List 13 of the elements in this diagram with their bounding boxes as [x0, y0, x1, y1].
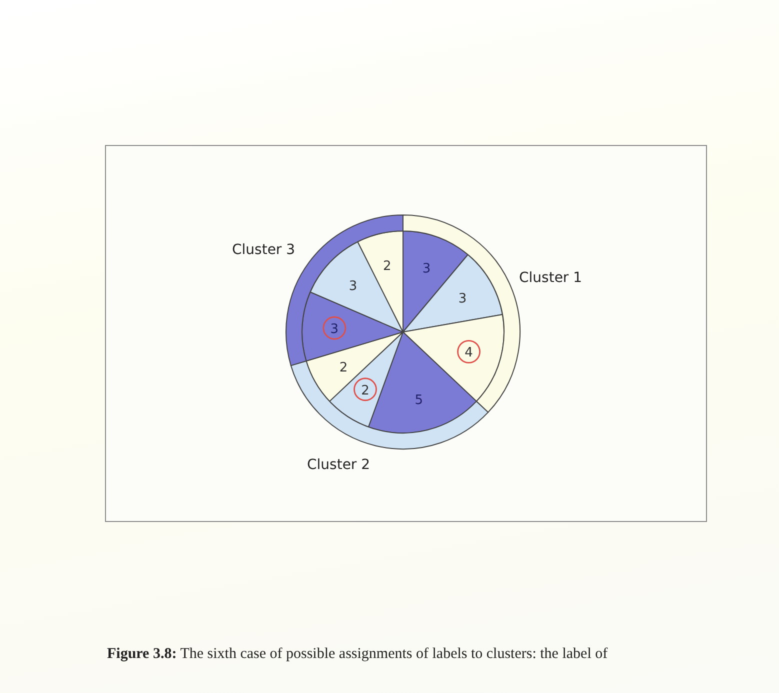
value-label: 3 [458, 292, 467, 307]
value-label: 3 [330, 322, 339, 337]
cluster-label: Cluster 1 [519, 270, 582, 286]
cluster-label: Cluster 3 [232, 242, 296, 258]
figure-caption: Figure 3.8: The sixth case of possible assignments of labels to clusters: the label of [107, 646, 608, 663]
value-label: 3 [422, 261, 431, 276]
value-label: 5 [414, 392, 423, 408]
cluster-label: Cluster 2 [307, 457, 370, 473]
value-label: 3 [348, 278, 358, 294]
value-label: 4 [464, 346, 473, 361]
value-label: 2 [383, 259, 392, 274]
value-label: 2 [339, 360, 348, 376]
value-label: 2 [361, 383, 370, 398]
